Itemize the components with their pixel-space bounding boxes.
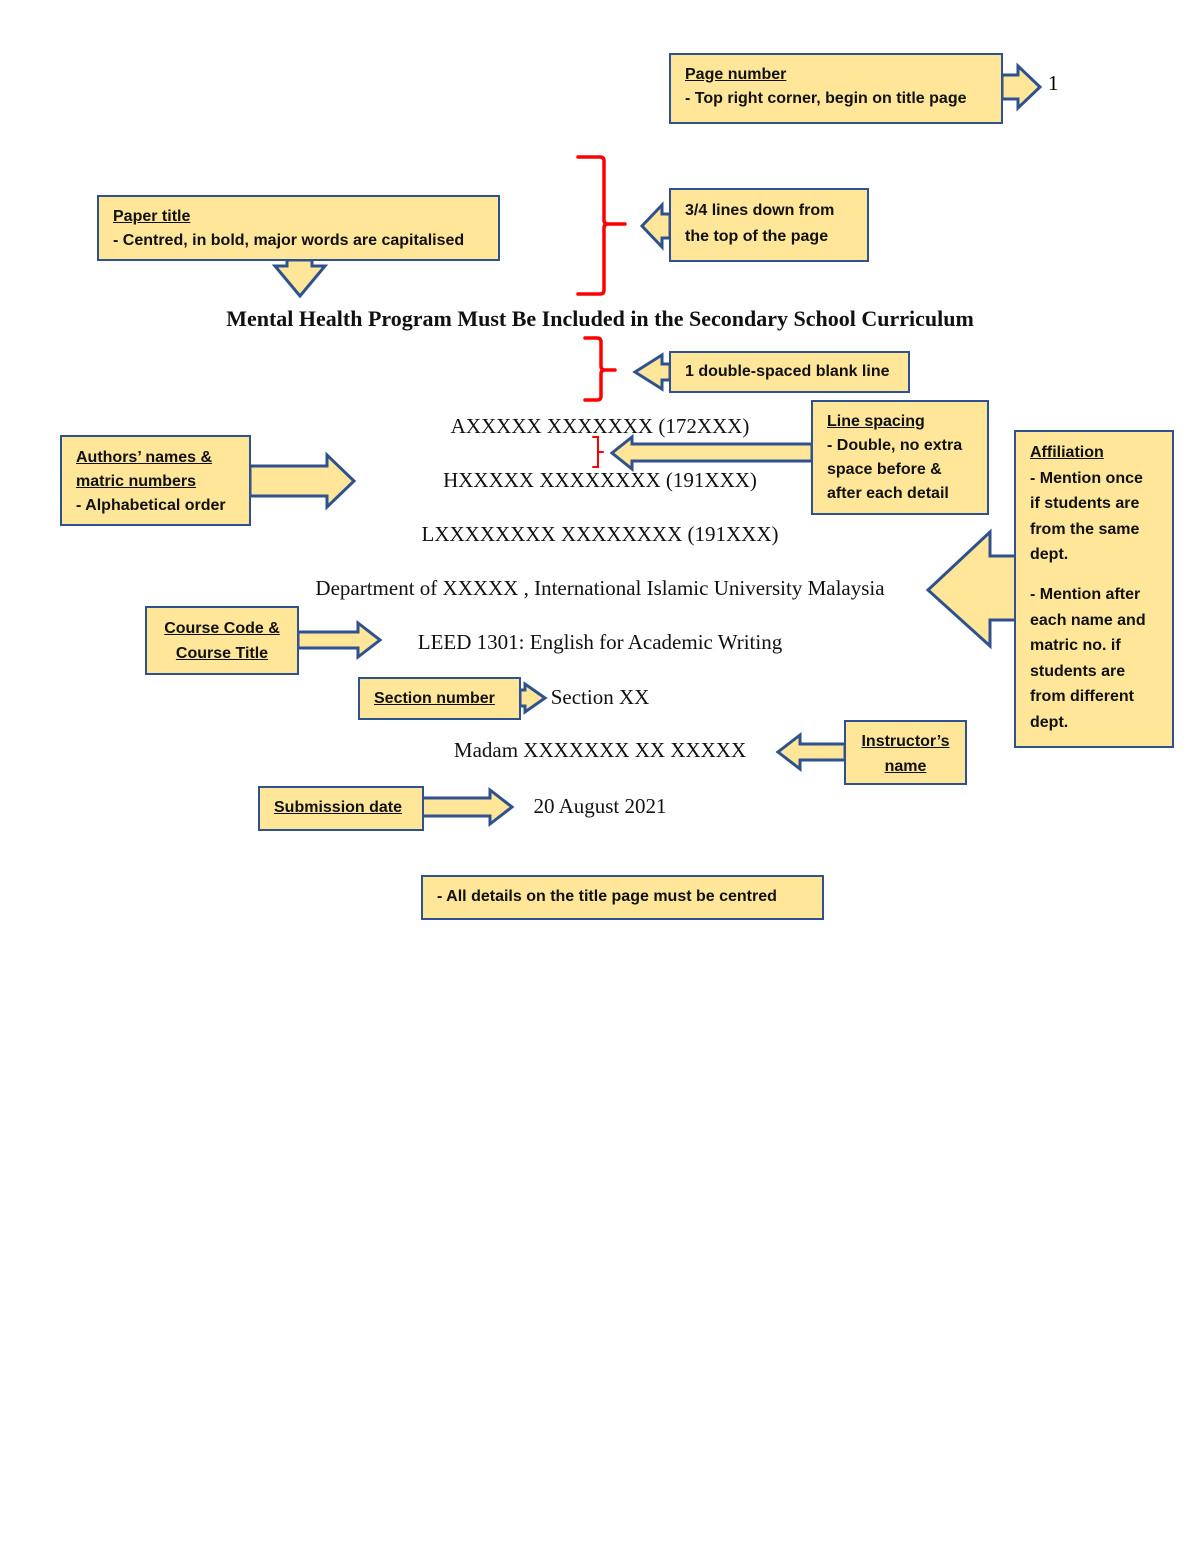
affiliation-note-line: from different: [1030, 688, 1134, 706]
instructor-note: Instructor’s name: [844, 720, 967, 785]
affiliation-note-line: - Mention after: [1030, 585, 1141, 603]
line-spacing-note-line3: after each detail: [827, 485, 949, 502]
page-number-note: Page number - Top right corner, begin on…: [669, 53, 1003, 124]
top-spacing-note-line2: the top of the page: [685, 228, 829, 245]
instructor-note-line2: name: [884, 758, 927, 775]
affiliation-arrow: [925, 528, 1018, 650]
paper-title-note: Paper title - Centred, in bold, major wo…: [97, 195, 500, 261]
affiliation-note-line: dept.: [1030, 546, 1069, 564]
affiliation-text: Department of XXXXX , International Isla…: [315, 576, 885, 600]
affiliation-note-heading: Affiliation: [1030, 444, 1104, 461]
page-number-note-text: - Top right corner, begin on title page: [685, 90, 967, 107]
course-text: LEED 1301: English for Academic Writing: [417, 630, 783, 654]
affiliation-note-line: - Mention once: [1030, 469, 1143, 487]
course-note: Course Code & Course Title: [145, 606, 299, 675]
authors-note: Authors’ names & matric numbers - Alphab…: [60, 435, 251, 526]
affiliation-note-line: each name and: [1030, 611, 1146, 629]
affiliation-note-line: students are: [1030, 662, 1126, 680]
page-number-note-heading: Page number: [685, 66, 787, 83]
instructor-arrow: [775, 731, 847, 773]
line-spacing-note: Line spacing - Double, no extra space be…: [811, 400, 989, 515]
affiliation-note: Affiliation - Mention once if students a…: [1014, 430, 1174, 748]
line-spacing-arrow: [609, 433, 814, 473]
affiliation-note-line: dept.: [1030, 713, 1069, 731]
submission-date-arrow: [420, 786, 515, 828]
paper-title: Mental Health Program Must Be Included i…: [226, 306, 974, 331]
section-note: Section number: [358, 677, 521, 720]
paper-title-note-heading: Paper title: [113, 208, 191, 225]
section-text: Section XX: [550, 685, 650, 709]
course-note-line1: Course Code &: [164, 620, 280, 637]
top-spacing-note: 3/4 lines down from the top of the page: [669, 188, 869, 262]
course-arrow: [296, 619, 383, 661]
line-spacing-bracket: [592, 436, 604, 468]
affiliation-note-line: from the same: [1030, 520, 1140, 538]
authors-note-text: - Alphabetical order: [76, 497, 226, 514]
blank-line-note-text: 1 double-spaced blank line: [685, 363, 890, 380]
submission-date-text: 20 August 2021: [533, 794, 667, 818]
top-spacing-note-line1: 3/4 lines down from: [685, 202, 835, 219]
top-spacing-arrow: [639, 201, 672, 251]
blank-line-note: 1 double-spaced blank line: [669, 351, 910, 393]
line-spacing-note-line2: space before &: [827, 461, 942, 478]
page-number-arrow: [1000, 62, 1043, 112]
author-1: AXXXXX XXXXXXX (172XXX): [450, 414, 750, 438]
affiliation-note-line: if students are: [1030, 495, 1140, 513]
authors-note-heading1: Authors’ names &: [76, 449, 213, 466]
centred-details-note-text: - All details on the title page must be …: [437, 888, 777, 905]
author-2: HXXXXX XXXXXXXX (191XXX): [443, 468, 757, 492]
author-3: LXXXXXXXX XXXXXXXX (191XXX): [421, 522, 779, 546]
section-note-text: Section number: [374, 690, 495, 707]
submission-date-note-text: Submission date: [274, 799, 403, 816]
paper-title-arrow: [271, 258, 329, 299]
line-spacing-note-line1: - Double, no extra: [827, 437, 963, 454]
affiliation-note-line: matric no. if: [1030, 637, 1121, 655]
top-spacing-bracket: [576, 155, 627, 296]
instructor-note-line1: Instructor’s: [861, 733, 950, 750]
authors-arrow: [248, 451, 357, 511]
course-note-line2: Course Title: [175, 645, 269, 662]
paper-title-note-text: - Centred, in bold, major words are capi…: [113, 232, 465, 249]
centred-details-note: - All details on the title page must be …: [421, 875, 824, 920]
line-spacing-note-heading: Line spacing: [827, 413, 925, 430]
submission-date-note: Submission date: [258, 786, 424, 831]
instructor-text: Madam XXXXXXX XX XXXXX: [453, 738, 747, 762]
blank-line-bracket: [583, 336, 617, 402]
page-number: 1: [1048, 71, 1059, 95]
authors-note-heading2: matric numbers: [76, 473, 197, 490]
blank-line-arrow: [632, 352, 672, 392]
